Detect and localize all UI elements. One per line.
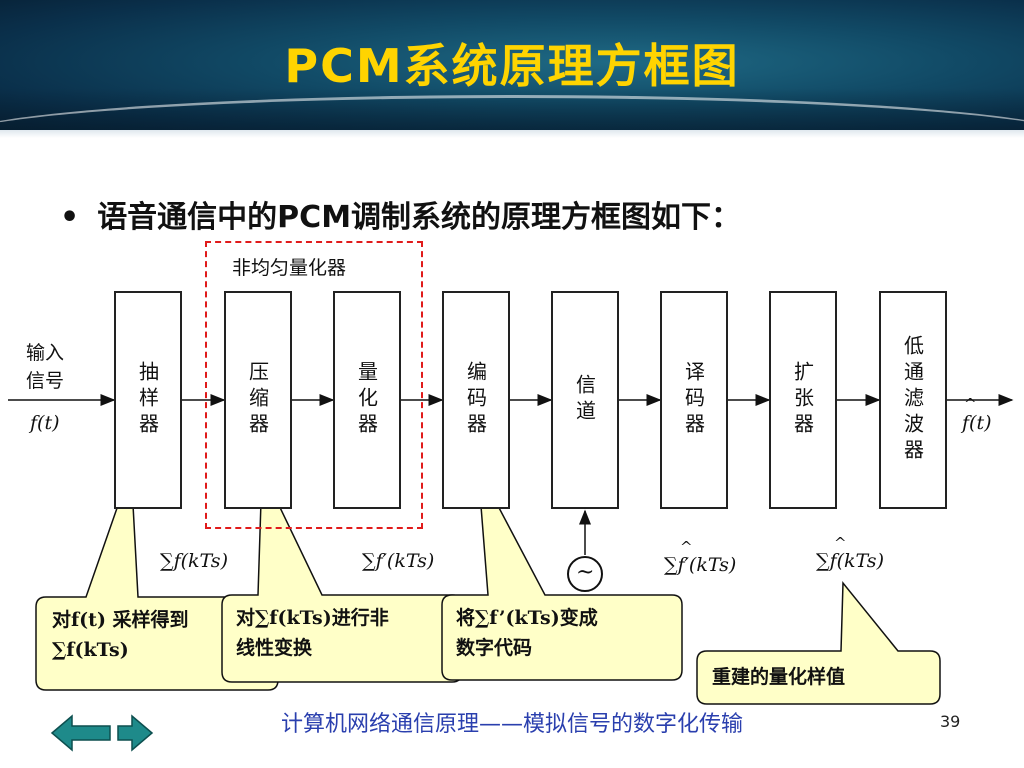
quantizer-block: 量化器 [333,291,401,509]
decoder-block: 译码器 [660,291,728,509]
encode-callout [441,467,683,681]
sampler-block: 抽样器 [114,291,182,509]
compressor-block: 压缩器 [224,291,292,509]
noise-source-icon [567,556,603,592]
decoded-signal-label: ∑f′(kTs) [664,554,737,576]
encoder-block: 编码器 [442,291,510,509]
reconstruct-callout-text: 重建的量化样值 [712,666,846,688]
expander-block: 扩张器 [769,291,837,509]
input-label-line1: 输入 [26,342,65,364]
channel-block: 信道 [551,291,619,509]
output-signal-symbol: f(t) [962,412,992,434]
input-signal-symbol: f(t) [30,412,60,434]
lowpass-filter-block: 低通滤波器 [879,291,947,509]
sine-wave-icon: ~ [576,560,595,585]
page-number: 39 [940,712,961,731]
decoded-hat-icon: ^ [680,538,693,556]
compress-callout-text: 对∑f(kTs)进行非 线性变换 [236,607,389,659]
output-hat-icon: ^ [964,395,977,413]
page-title: PCM系统原理方框图 [284,39,740,93]
footer-title: 计算机网络通信原理——模拟信号的数字化传输 [280,712,743,737]
encode-callout-text: 将∑f’(kTs)变成 数字代码 [456,607,598,659]
sampled-signal-label: ∑f(kTs) [160,550,228,572]
bullet-text: 语音通信中的PCM调制系统的原理方框图如下： [97,200,742,235]
input-label-line2: 信号 [26,370,65,392]
nonuniform-quantizer-frame [205,241,423,529]
compressed-signal-label: ∑f′(kTs) [362,550,435,572]
sampling-callout-text: 对f(t) 采样得到 ∑f(kTs) [52,609,189,661]
expanded-signal-label: ∑f(kTs) [816,550,884,572]
reconstruct-callout [696,580,941,705]
bullet-dot: • [60,200,80,235]
nav-forward-button[interactable] [117,714,154,752]
nav-back-button[interactable] [50,714,111,752]
quantizer-group-label: 非均匀量化器 [232,257,347,279]
bullet-line: • 语音通信中的PCM调制系统的原理方框图如下： [60,192,741,236]
title-banner: PCM系统原理方框图 [0,0,1024,138]
expanded-hat-icon: ^ [834,534,847,552]
